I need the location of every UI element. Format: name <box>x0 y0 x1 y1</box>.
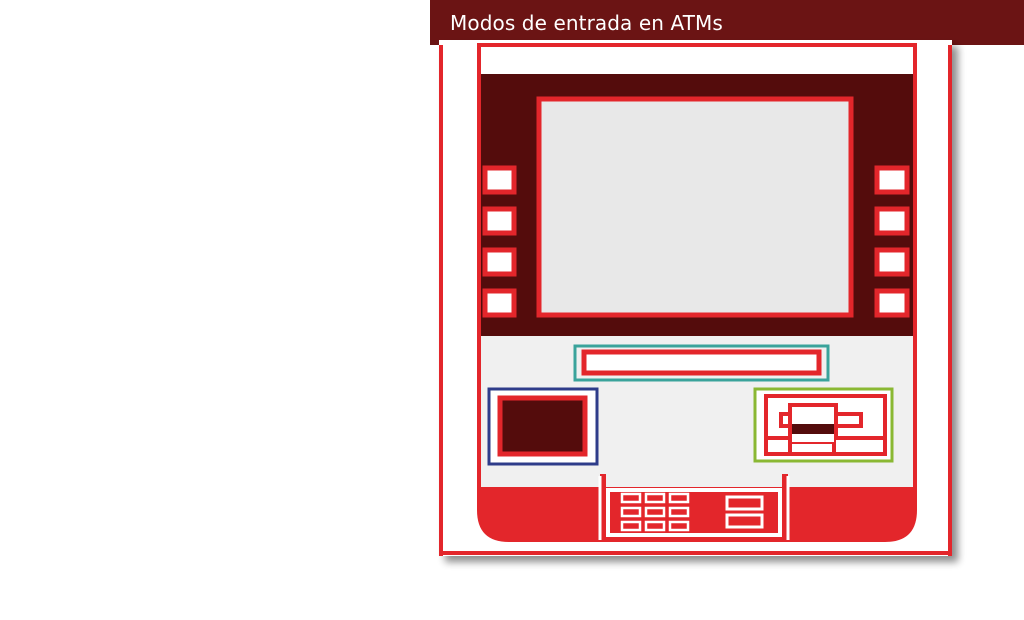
side-button <box>874 288 910 318</box>
cash-dispenser <box>764 394 887 456</box>
side-button <box>482 247 517 277</box>
left-side-buttons <box>482 165 517 318</box>
keypad-function-keys <box>725 495 764 529</box>
card-slot <box>581 349 822 376</box>
right-side-buttons <box>874 165 910 318</box>
header-title: Modos de entrada en ATMs <box>450 11 723 35</box>
side-button <box>482 288 517 318</box>
side-button <box>482 206 517 236</box>
atm-screen <box>536 96 854 318</box>
side-button <box>482 165 517 195</box>
card-slot-highlight <box>573 344 830 382</box>
atm-top-band <box>481 47 913 74</box>
keypad-number-keys <box>620 492 690 532</box>
contactless-reader <box>497 395 588 457</box>
side-button <box>874 165 910 195</box>
side-button <box>874 247 910 277</box>
header-bar: Modos de entrada en ATMs <box>430 0 1024 45</box>
side-button <box>874 206 910 236</box>
